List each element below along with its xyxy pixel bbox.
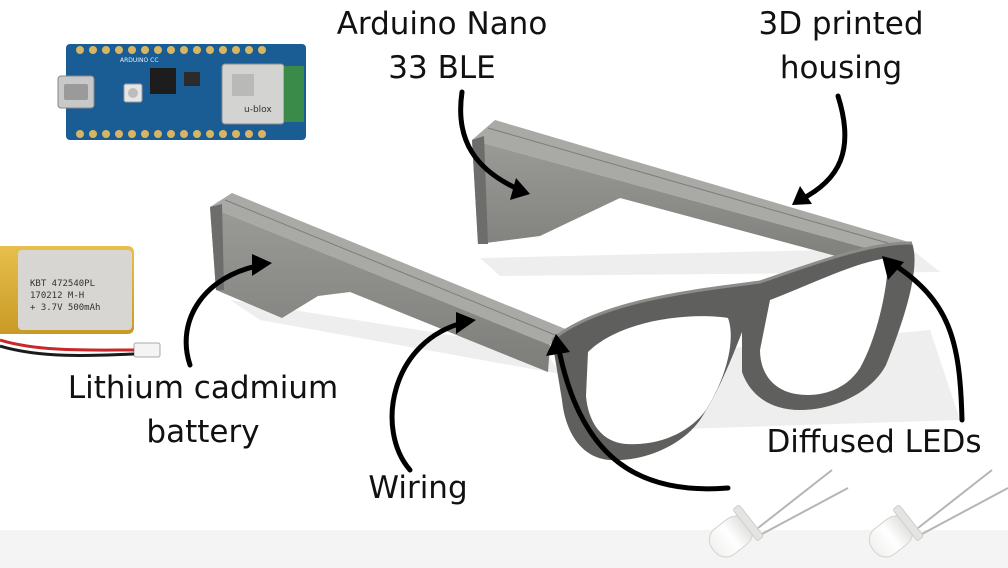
battery-image: KBT 472540PL 170212 M-H + 3.7V 500mAh [0,246,161,358]
battery-label [18,250,132,330]
arrow-battery [183,262,265,368]
header-pins-top [76,46,266,54]
label-wiring: Wiring [368,470,468,506]
arrowhead-led-left [546,334,570,356]
glasses-front-frame [551,241,915,461]
reset-button-cap [128,88,138,98]
temple-back [472,120,912,270]
antenna [284,66,304,122]
arrowhead-led-right [882,256,904,280]
arrowheads [252,178,904,356]
label-housing-line-2: housing [779,50,903,86]
temple-front [210,193,568,372]
led-1 [708,469,849,558]
arrowhead-housing [792,186,812,205]
ublox-logo: u-blox [244,105,272,115]
usb-port [64,84,88,100]
label-battery: Lithium cadmium battery [56,366,350,454]
led-2 [868,469,1008,558]
label-arduino-line-2: 33 BLE [388,50,496,86]
battery-wire-black [0,344,135,357]
arrow-led-left [555,342,731,492]
label-arduino: Arduino Nano 33 BLE [320,2,564,90]
battery-wire-red [0,338,135,352]
arrowhead-arduino [510,178,530,200]
ic-chip [150,68,176,94]
arrow-housing [797,93,848,203]
ic-chip-small [184,72,200,86]
battery-text-line-3: + 3.7V 500mAh [30,303,100,313]
arrow-led-right [887,259,965,423]
label-housing-line-1: 3D printed [758,6,924,42]
battery-text-line-2: 170212 M-H [30,291,84,301]
board-silkscreen: ARDUINO CC [120,57,159,64]
label-battery-line-2: battery [146,414,260,450]
battery-connector [133,342,161,358]
header-pins-bottom [76,130,266,138]
arrow-arduino [458,89,523,193]
arduino-board-image: u-blox ARDUINO CC [57,44,306,140]
arrowhead-wiring [456,312,476,334]
arrow-wiring [389,319,469,473]
label-leds: Diffused LEDs [766,424,982,460]
battery-text-line-1: KBT 472540PL [30,279,95,289]
label-housing: 3D printed housing [738,2,944,90]
arrowhead-battery [252,254,272,276]
bottom-band [0,530,1008,568]
label-battery-line-1: Lithium cadmium [67,370,339,406]
label-arduino-line-1: Arduino Nano [336,6,548,42]
arrows [183,89,965,492]
ublox-qr [232,74,254,96]
